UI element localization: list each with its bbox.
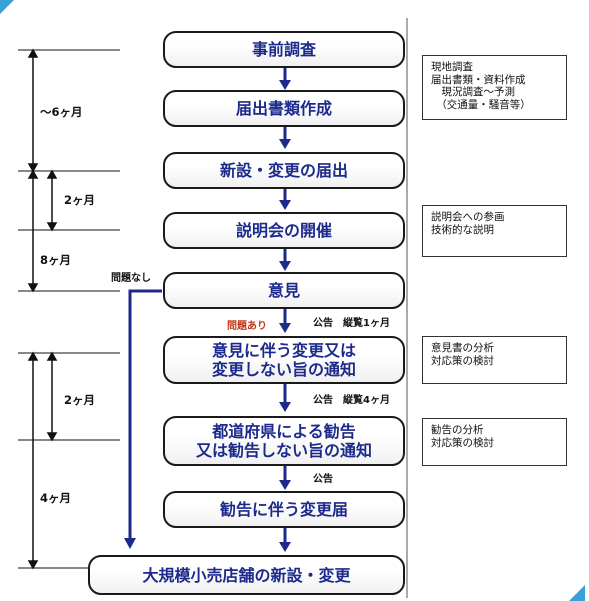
step-label: 意見 bbox=[267, 281, 300, 300]
step-label: 意見に伴う変更又は 変更しない旨の通知 bbox=[211, 341, 356, 379]
label-no-problem: 問題なし bbox=[111, 273, 151, 284]
note-opinion: 意見書の分析 対応策の検討 bbox=[422, 336, 567, 384]
step-label: 勧告に伴う変更届 bbox=[219, 500, 348, 519]
duration-2months-a: 2ヶ月 bbox=[64, 193, 96, 207]
duration-4months: 4ヶ月 bbox=[40, 491, 72, 505]
note-briefing: 説明会への参画 技術的な説明 bbox=[422, 205, 567, 257]
step-change-notice: 意見に伴う変更又は 変更しない旨の通知 bbox=[163, 336, 405, 384]
note-survey: 現地調査 届出書類・資料作成 現況調査～予測 （交通量・騒音等） bbox=[422, 55, 567, 120]
label-notice: 公告 bbox=[313, 474, 333, 485]
step-final-store: 大規模小売店舗の新設・変更 bbox=[88, 555, 405, 595]
timeline-arrows bbox=[27, 48, 58, 570]
corner-decoration-top-left bbox=[0, 0, 14, 14]
note-recommendation: 勧告の分析 対応策の検討 bbox=[422, 418, 567, 466]
step-opinion: 意見 bbox=[163, 272, 405, 309]
step-label: 大規模小売店舗の新設・変更 bbox=[142, 565, 351, 585]
step-label: 都道府県による勧告 又は勧告しない旨の通知 bbox=[195, 422, 372, 460]
step-prefecture-recommendation: 都道府県による勧告 又は勧告しない旨の通知 bbox=[163, 416, 405, 466]
step-label: 事前調査 bbox=[251, 40, 316, 59]
label-notice-4month: 公告 縦覧4ヶ月 bbox=[313, 395, 390, 406]
step-preliminary-survey: 事前調査 bbox=[163, 31, 405, 68]
step-label: 新設・変更の届出 bbox=[219, 161, 348, 180]
duration-6months: ～6ヶ月 bbox=[40, 105, 83, 119]
duration-2months-b: 2ヶ月 bbox=[64, 393, 96, 407]
step-document-preparation: 届出書類作成 bbox=[163, 90, 405, 127]
corner-decoration-bottom-right bbox=[569, 585, 585, 601]
step-notification: 新設・変更の届出 bbox=[163, 152, 405, 189]
flow-arrows bbox=[124, 66, 291, 552]
duration-8months: 8ヶ月 bbox=[40, 253, 72, 267]
step-change-report: 勧告に伴う変更届 bbox=[163, 491, 405, 528]
timeline-ticks bbox=[18, 49, 120, 569]
step-label: 説明会の開催 bbox=[235, 221, 332, 240]
step-briefing-session: 説明会の開催 bbox=[163, 212, 405, 249]
label-problem: 問題あり bbox=[227, 321, 267, 332]
step-label: 届出書類作成 bbox=[235, 99, 332, 118]
label-notice-1month: 公告 縦覧1ヶ月 bbox=[313, 318, 390, 329]
